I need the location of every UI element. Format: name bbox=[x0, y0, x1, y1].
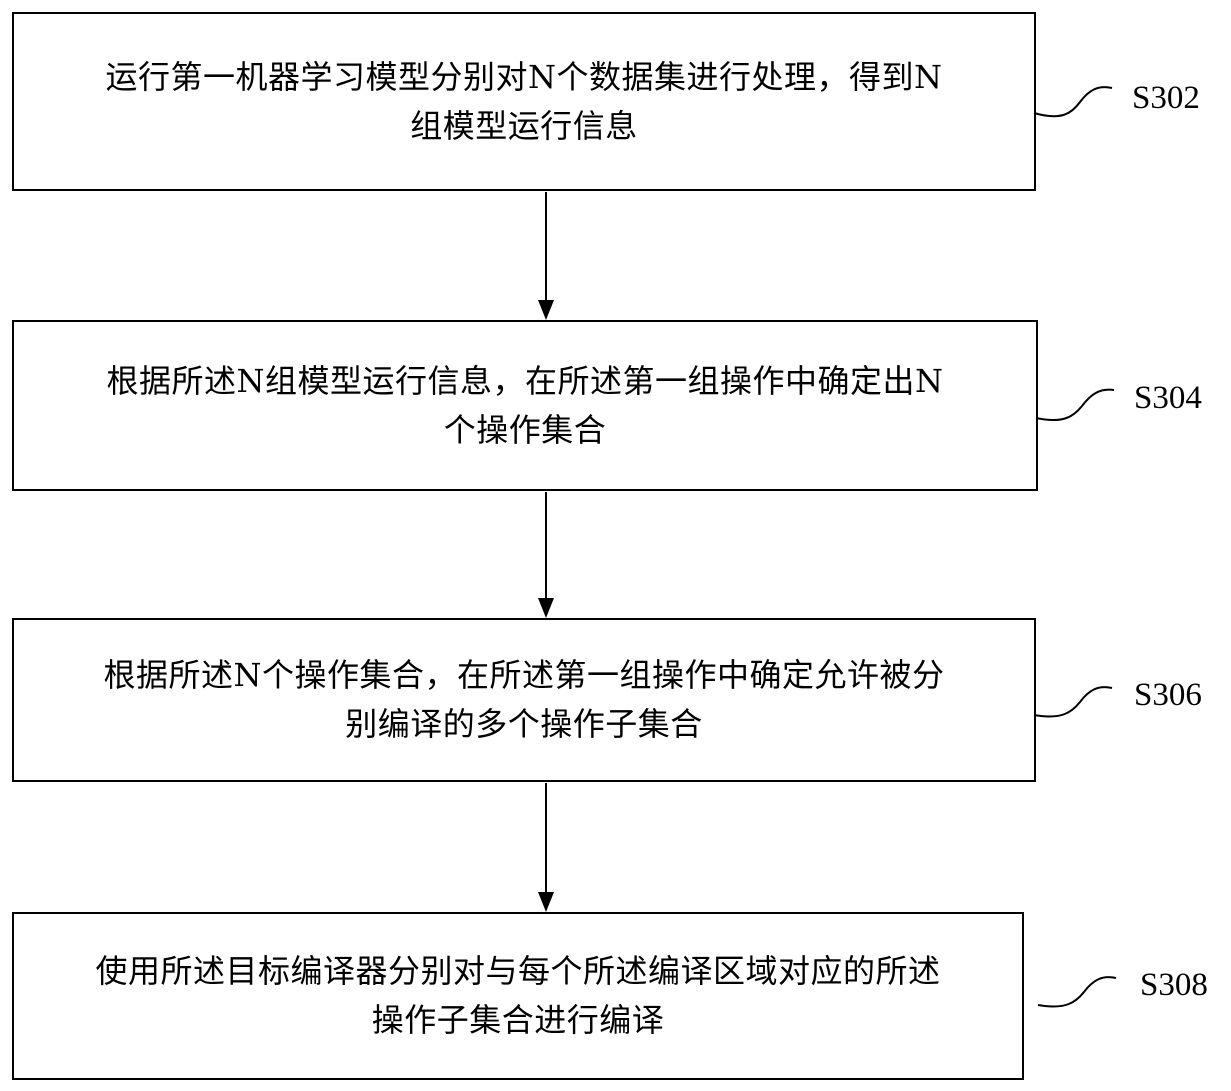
step-label-s304: S304 bbox=[1134, 380, 1202, 416]
step-text-s304: 根据所述N组模型运行信息，在所述第一组操作中确定出N 个操作集合 bbox=[94, 357, 955, 455]
step-box-s304: 根据所述N组模型运行信息，在所述第一组操作中确定出N 个操作集合 bbox=[12, 320, 1038, 491]
step-label-s306: S306 bbox=[1134, 677, 1202, 713]
step-box-s302: 运行第一机器学习模型分别对N个数据集进行处理，得到N 组模型运行信息 bbox=[12, 12, 1036, 191]
leader-curve-s302 bbox=[1033, 86, 1113, 118]
step-text-line-2: 个操作集合 bbox=[443, 410, 607, 449]
step-text-line-1: 运行第一机器学习模型分别对N个数据集进行处理，得到N bbox=[105, 57, 943, 96]
step-text-s302: 运行第一机器学习模型分别对N个数据集进行处理，得到N 组模型运行信息 bbox=[93, 53, 954, 151]
leader-curve-s306 bbox=[1033, 686, 1113, 718]
step-box-s308: 使用所述目标编译器分别对与每个所述编译区域对应的所述 操作子集合进行编译 bbox=[12, 912, 1024, 1080]
step-text-line-1: 根据所述N个操作集合，在所述第一组操作中确定允许被分 bbox=[103, 656, 945, 694]
arrow-s306-to-s308 bbox=[538, 783, 554, 912]
arrow-s304-to-s306 bbox=[538, 492, 554, 618]
step-label-s308: S308 bbox=[1140, 967, 1208, 1003]
step-text-line-2: 操作子集合进行编译 bbox=[371, 1001, 665, 1039]
step-box-s306: 根据所述N个操作集合，在所述第一组操作中确定允许被分 别编译的多个操作子集合 bbox=[12, 618, 1036, 782]
arrow-s302-to-s304 bbox=[538, 192, 554, 320]
step-text-s306: 根据所述N个操作集合，在所述第一组操作中确定允许被分 别编译的多个操作子集合 bbox=[91, 651, 956, 749]
step-text-line-1: 根据所述N组模型运行信息，在所述第一组操作中确定出N bbox=[106, 361, 944, 400]
step-text-s308: 使用所述目标编译器分别对与每个所述编译区域对应的所述 操作子集合进行编译 bbox=[83, 947, 952, 1045]
leader-curve-s304 bbox=[1035, 388, 1115, 422]
step-text-line-1: 使用所述目标编译器分别对与每个所述编译区域对应的所述 bbox=[95, 952, 941, 990]
step-label-s302: S302 bbox=[1132, 80, 1200, 116]
step-text-line-2: 组模型运行信息 bbox=[410, 106, 638, 145]
leader-curve-s308 bbox=[1037, 976, 1117, 1008]
step-text-line-2: 别编译的多个操作子集合 bbox=[345, 705, 703, 743]
